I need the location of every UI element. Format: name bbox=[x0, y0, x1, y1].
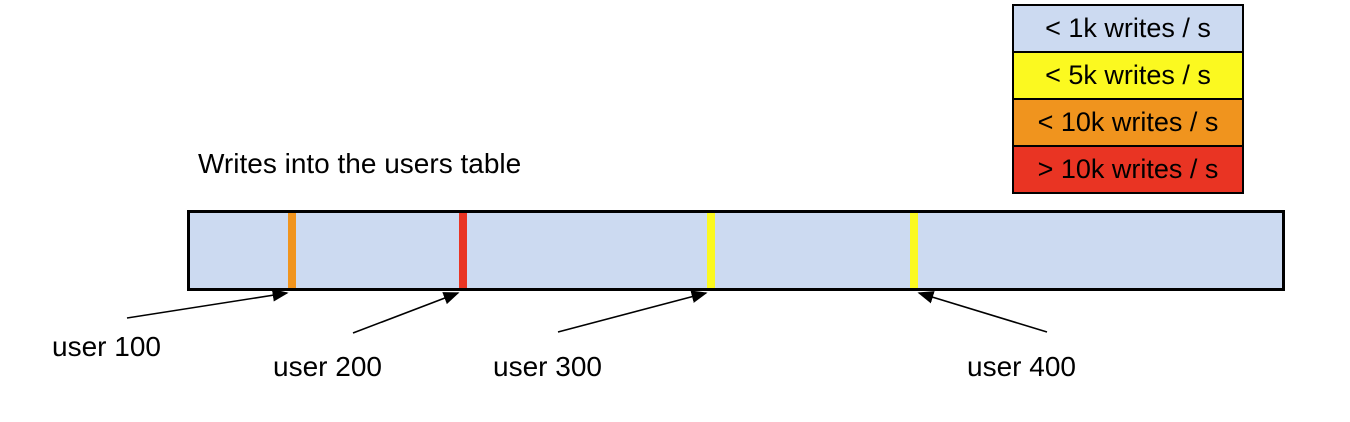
stripe-user-200 bbox=[458, 213, 467, 288]
legend: < 1k writes / s < 5k writes / s < 10k wr… bbox=[1012, 4, 1244, 194]
user-label-300: user 300 bbox=[493, 351, 602, 382]
legend-item-lt-1k: < 1k writes / s bbox=[1012, 4, 1244, 53]
legend-item-lt-10k: < 10k writes / s bbox=[1012, 98, 1244, 147]
diagram-title: Writes into the users table bbox=[198, 148, 522, 179]
arrow-user-400 bbox=[917, 291, 1048, 333]
legend-item-lt-5k: < 5k writes / s bbox=[1012, 51, 1244, 100]
legend-item-label: < 10k writes / s bbox=[1037, 107, 1219, 137]
legend-item-gt-10k: > 10k writes / s bbox=[1012, 145, 1244, 194]
arrow-user-100 bbox=[126, 288, 289, 319]
stripe-user-100 bbox=[288, 213, 297, 288]
legend-item-label: < 1k writes / s bbox=[1045, 13, 1211, 43]
arrow-user-200 bbox=[352, 292, 460, 334]
legend-item-label: > 10k writes / s bbox=[1037, 154, 1219, 184]
legend-item-label: < 5k writes / s bbox=[1045, 60, 1211, 90]
arrow-user-300 bbox=[557, 290, 708, 333]
stripe-user-300 bbox=[706, 213, 715, 288]
user-label-400: user 400 bbox=[967, 351, 1076, 382]
user-label-100: user 100 bbox=[52, 331, 161, 362]
user-label-200: user 200 bbox=[273, 351, 382, 382]
users-table-bar bbox=[187, 210, 1285, 291]
stripe-user-400 bbox=[909, 213, 918, 288]
